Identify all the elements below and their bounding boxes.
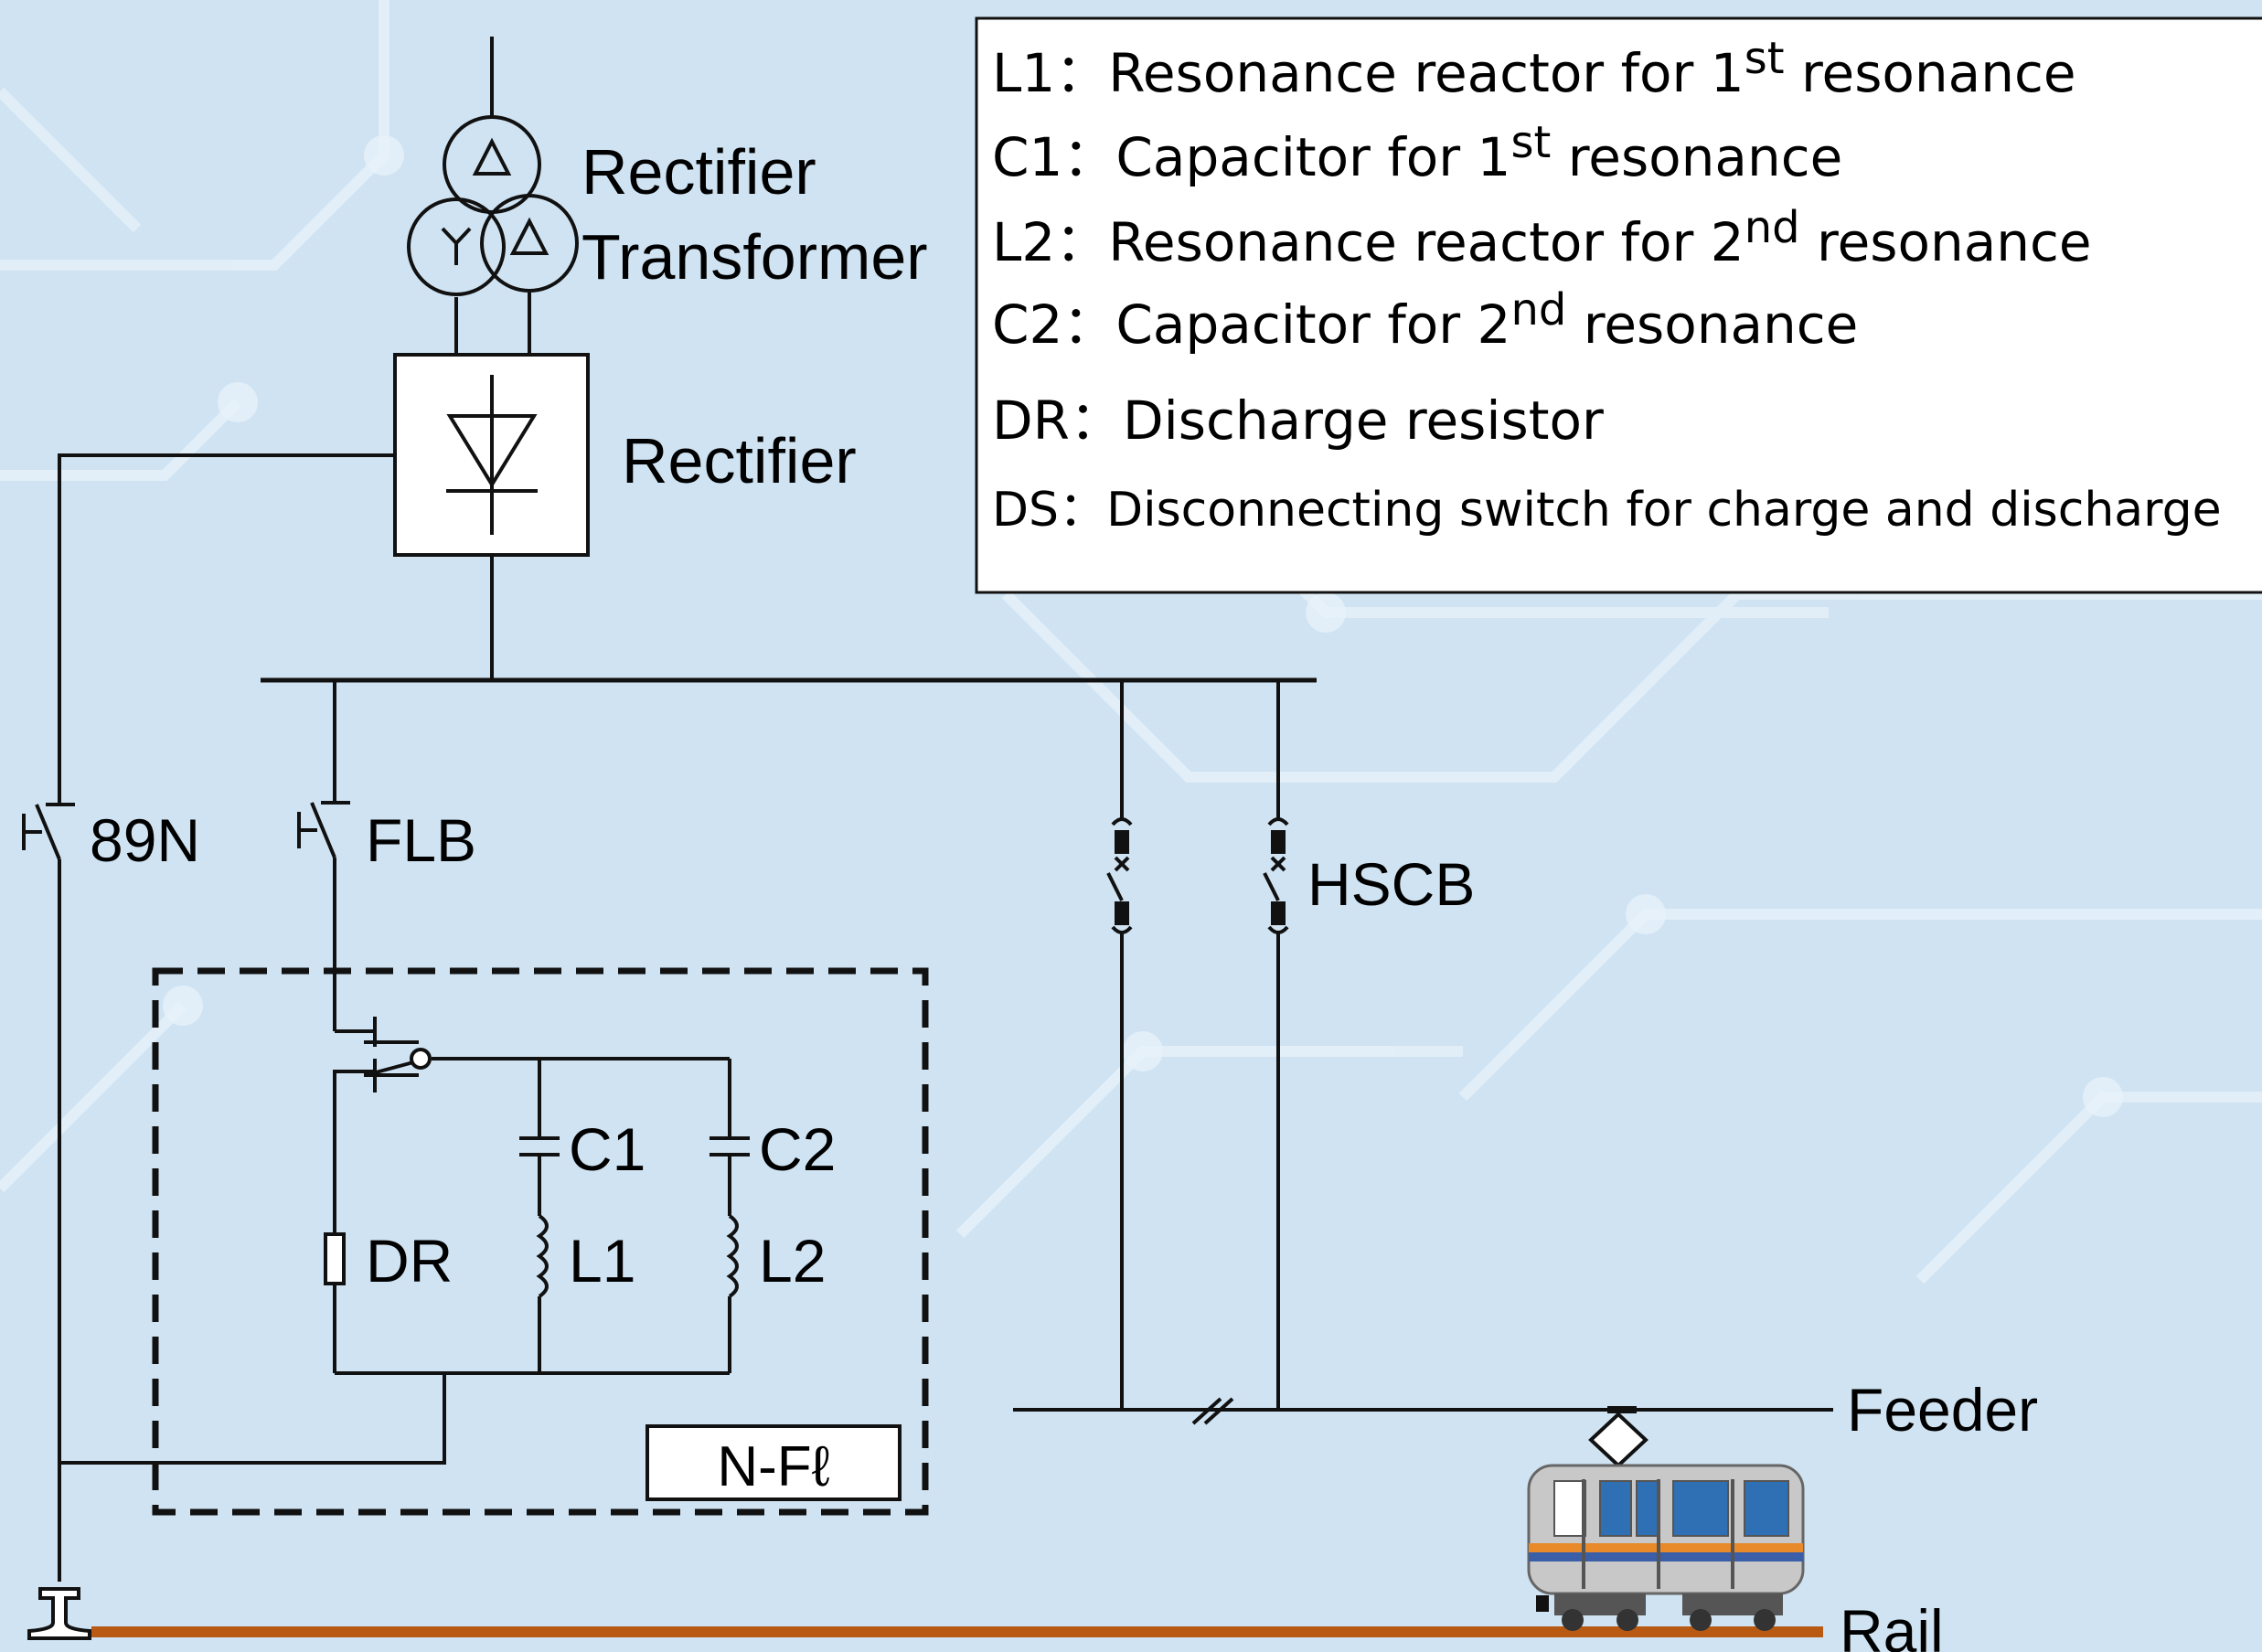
legend-ordinal-number: 2 [1478, 293, 1511, 356]
nfl-enclosure [152, 967, 929, 1516]
legend-abbr: DS [992, 483, 1059, 538]
c2-label: C2 [759, 1115, 836, 1183]
rectifier-label: Rectifier [622, 425, 857, 496]
legend-separator: ： [1062, 126, 1115, 188]
train-icon [1527, 1464, 1805, 1631]
legend-item-c2: C2：Capacitor for 2nd resonance [992, 284, 1858, 356]
legend-ordinal-number: 1 [1478, 126, 1511, 188]
legend-description: Disconnecting switch for charge and disc… [1106, 483, 2222, 538]
legend-ordinal-suffix: st [1745, 33, 1785, 84]
pantograph-icon [1588, 1406, 1648, 1468]
legend-separator: ： [1070, 389, 1123, 452]
legend-item-l1: L1：Resonance reactor for 1st resonance [992, 33, 2076, 104]
legend-description-tail: resonance [1785, 42, 2076, 104]
c1-label: C1 [569, 1115, 646, 1183]
legend-box [975, 16, 2262, 594]
legend-ordinal-number: 2 [1711, 211, 1745, 273]
hscb-breaker-left [1106, 817, 1133, 934]
rectifier-transformer-label-line2: Transformer [582, 221, 928, 293]
legend-abbr: C1 [992, 126, 1062, 188]
circuit-lines [58, 37, 1833, 1582]
hscb-breaker-right [1263, 817, 1289, 934]
legend-description: Capacitor for [1115, 126, 1477, 188]
legend-item-l2: L2：Resonance reactor for 2nd resonance [992, 202, 2092, 273]
switch-flb-label: FLB [366, 806, 476, 874]
legend-description-tail: resonance [1566, 293, 1858, 356]
nfl-label-box [646, 1424, 902, 1501]
legend-separator: ： [1055, 211, 1108, 273]
legend-description: Resonance reactor for [1108, 42, 1711, 104]
switch-flb [297, 801, 350, 858]
delta-wye-delta-transformer-icon [407, 115, 579, 296]
legend-description: Discharge resistor [1123, 389, 1604, 452]
legend-items: L1：Resonance reactor for 1st resonanceC1… [992, 33, 2222, 538]
legend-item-ds: DS：Disconnecting switch for charge and d… [992, 483, 2222, 538]
legend: L1：Resonance reactor for 1st resonanceC1… [975, 16, 2262, 594]
l1-label: L1 [569, 1227, 635, 1295]
ds-switch [364, 1017, 432, 1092]
legend-description: Capacitor for [1115, 293, 1477, 356]
legend-separator: ： [1059, 483, 1106, 538]
capacitor-c2-icon [710, 1136, 750, 1156]
legend-abbr: DR [992, 389, 1070, 452]
rail-label: Rail [1840, 1597, 1944, 1652]
legend-ordinal-suffix: nd [1510, 284, 1566, 336]
legend-abbr: C2 [992, 293, 1062, 356]
inductor-l2-icon [726, 1214, 739, 1298]
legend-description-tail: resonance [1800, 211, 2092, 273]
diode-rectifier-icon [393, 353, 590, 557]
legend-description: Resonance reactor for [1108, 211, 1711, 273]
legend-ordinal-number: 1 [1711, 42, 1745, 104]
rail-ground-icon [27, 1587, 91, 1640]
legend-abbr: L1 [992, 42, 1055, 104]
resistor-dr-icon [324, 1232, 346, 1285]
legend-separator: ： [1062, 293, 1115, 356]
feeder-break-mark [1191, 1397, 1234, 1425]
capacitor-c1-icon [519, 1136, 560, 1156]
l2-label: L2 [759, 1227, 826, 1295]
legend-item-c1: C1：Capacitor for 1st resonance [992, 117, 1842, 188]
legend-description-tail: resonance [1551, 126, 1842, 188]
inductor-l1-icon [536, 1214, 549, 1298]
legend-ordinal-suffix: nd [1745, 202, 1800, 253]
legend-separator: ： [1055, 42, 1108, 104]
nfl-label: N-Fℓ [717, 1435, 829, 1498]
legend-item-dr: DR：Discharge resistor [992, 389, 1604, 452]
rectifier-transformer-label-line1: Rectifier [582, 136, 816, 208]
hscb-label: HSCB [1307, 850, 1475, 918]
switch-89n-label: 89N [90, 806, 200, 874]
legend-abbr: L2 [992, 211, 1055, 273]
dr-label: DR [366, 1227, 453, 1295]
feeder-label: Feeder [1847, 1376, 2038, 1444]
switch-89n [22, 803, 75, 860]
legend-ordinal-suffix: st [1510, 117, 1551, 168]
